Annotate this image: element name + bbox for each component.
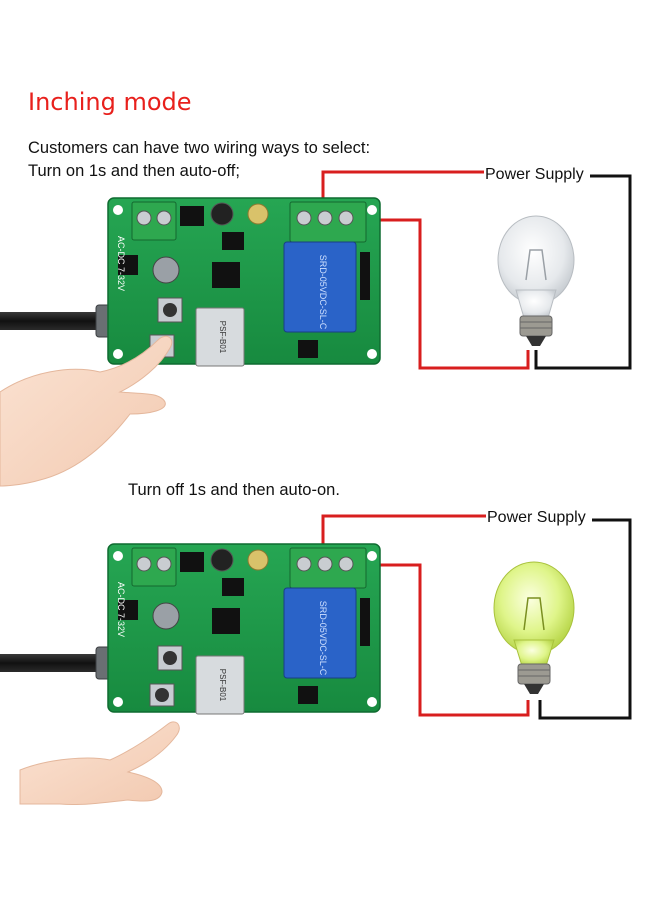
module-label-1: PSF-B01 (218, 321, 227, 354)
mode-two-caption: Turn off 1s and then auto-on. (128, 481, 340, 499)
light-bulb-on (493, 561, 575, 694)
wifi-module-2 (195, 655, 245, 715)
light-bulb-off (497, 215, 575, 346)
black-wire-2 (538, 518, 632, 720)
usb-cable-1 (0, 312, 98, 330)
voltage-label-1: AC-DC 7-32V (116, 236, 126, 291)
relay-2 (283, 587, 357, 679)
relay-1 (283, 241, 357, 333)
red-wire-2b (348, 563, 530, 717)
scene-2: SRD-05VDC-SL-C PSF-B01 AC-DC 7-32V (0, 514, 632, 806)
red-wire-1b (348, 218, 530, 370)
voltage-label-2: AC-DC 7-32V (116, 582, 126, 637)
black-wire-1 (534, 174, 632, 370)
pointing-hand-1 (0, 335, 173, 487)
power-supply-label-2: Power Supply (486, 509, 587, 527)
mode-one-caption: Turn on 1s and then auto-off; (28, 162, 240, 180)
wifi-module-1 (195, 307, 245, 367)
relay-label-1: SRD-05VDC-SL-C (318, 255, 328, 330)
intro-text: Customers can have two wiring ways to se… (28, 139, 371, 157)
scene-1: SRD-05VDC-SL-C PSF-B01 AC-DC 7-32V (0, 170, 632, 487)
pointing-hand-2 (19, 721, 180, 806)
usb-cable-2 (0, 654, 98, 672)
power-supply-label-1: Power Supply (484, 166, 585, 184)
module-label-2: PSF-B01 (218, 669, 227, 702)
relay-label-2: SRD-05VDC-SL-C (318, 601, 328, 676)
page-title: Inching mode (28, 88, 192, 116)
red-wire-2a (321, 514, 486, 555)
